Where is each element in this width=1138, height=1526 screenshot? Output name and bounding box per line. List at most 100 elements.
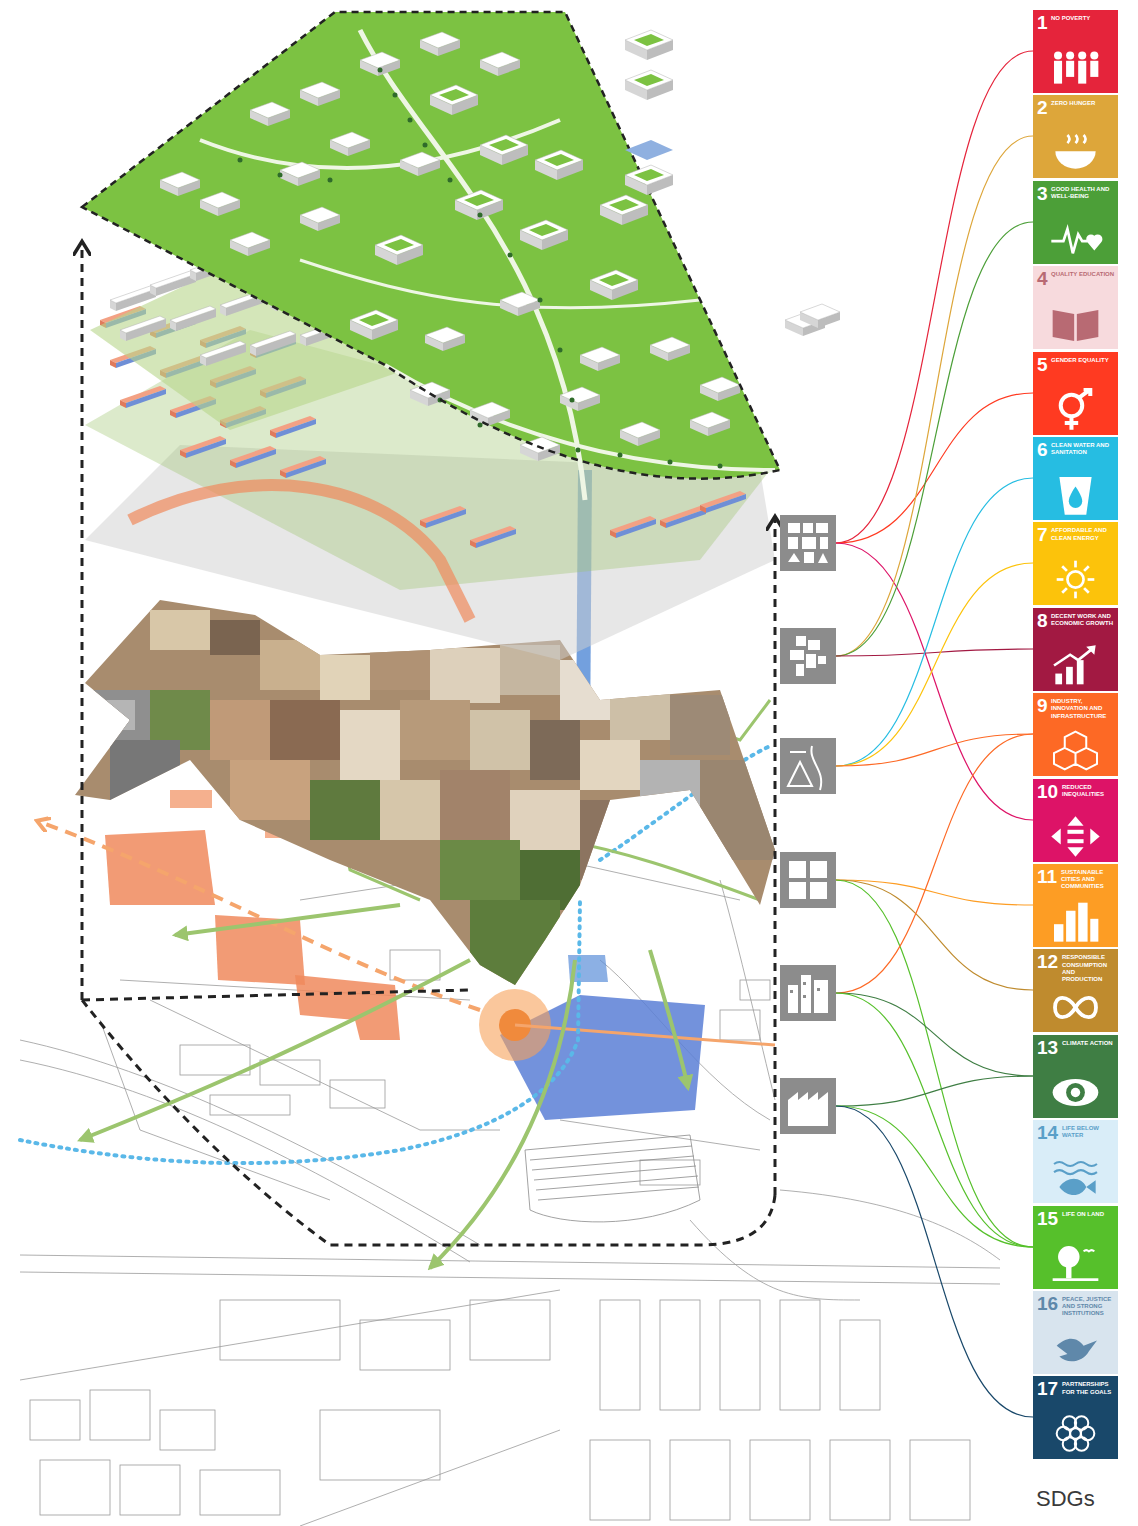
green-plot bbox=[576, 448, 581, 453]
photo-layer bbox=[530, 720, 580, 780]
land-use-patches bbox=[515, 1025, 775, 1045]
flow-lines bbox=[20, 625, 772, 1268]
theme-icons bbox=[790, 751, 806, 753]
base-linework bbox=[600, 1300, 640, 1410]
flow-lines bbox=[20, 900, 580, 1163]
caption: SDGs bbox=[1036, 1486, 1095, 1512]
photo-layer bbox=[440, 840, 520, 900]
theme-link-curves bbox=[836, 563, 1033, 766]
theme-icons bbox=[806, 654, 816, 668]
green-plot bbox=[500, 292, 540, 316]
photo-layer bbox=[580, 740, 640, 790]
project-boundary bbox=[774, 520, 777, 1195]
theme-icons bbox=[789, 882, 806, 899]
theme-icons bbox=[780, 515, 836, 571]
goal-label: GENDER EQUALITY bbox=[1051, 357, 1115, 364]
base-linework bbox=[910, 1440, 970, 1520]
green-plot bbox=[408, 118, 413, 123]
green-plot bbox=[618, 453, 623, 458]
sdg-tile: 14LIFE BELOW WATER bbox=[1033, 1120, 1118, 1203]
photo-layer bbox=[75, 600, 780, 990]
translucent-layers bbox=[180, 436, 226, 458]
goal-icon bbox=[1054, 51, 1062, 59]
green-plot bbox=[82, 12, 780, 500]
photo-layer bbox=[150, 610, 210, 650]
goal-label: PEACE, JUSTICE AND STRONG INSTITUTIONS bbox=[1062, 1296, 1115, 1318]
theme-icons bbox=[804, 552, 814, 563]
photo-layer bbox=[400, 700, 470, 760]
goal-icon bbox=[1066, 51, 1074, 59]
photo-layer bbox=[230, 760, 310, 820]
goal-icon bbox=[1051, 229, 1087, 253]
goal-number: 9 bbox=[1037, 696, 1048, 715]
sdg-tile: 10REDUCED INEQUALITIES bbox=[1033, 779, 1118, 862]
photo-layer bbox=[430, 648, 500, 703]
photo-layer bbox=[340, 710, 400, 780]
green-plot bbox=[558, 348, 563, 353]
goal-label: INDUSTRY, INNOVATION AND INFRASTRUCTURE bbox=[1051, 698, 1115, 720]
goal-icon bbox=[1041, 900, 1110, 943]
theme-icons bbox=[790, 990, 793, 993]
translucent-layers bbox=[230, 446, 276, 468]
goal-icon bbox=[1041, 729, 1110, 772]
theme-icons bbox=[788, 985, 798, 1013]
theme-icons bbox=[789, 861, 806, 878]
stadium bbox=[525, 1135, 700, 1222]
goal-number: 5 bbox=[1037, 355, 1048, 374]
goal-icon bbox=[1041, 473, 1110, 516]
goal-icon bbox=[1041, 644, 1110, 687]
flow-lines bbox=[650, 950, 688, 1088]
project-boundary bbox=[82, 1000, 775, 1245]
green-plot bbox=[520, 220, 568, 250]
base-linework bbox=[470, 1300, 550, 1360]
goal-icon bbox=[1065, 389, 1091, 429]
goal-icon bbox=[1074, 561, 1077, 568]
goal-icon bbox=[1041, 1327, 1110, 1370]
theme-icons bbox=[816, 523, 828, 533]
green-plot bbox=[478, 213, 483, 218]
translucent-layers bbox=[470, 526, 516, 548]
theme-icons bbox=[788, 523, 828, 563]
goal-icon bbox=[1074, 592, 1077, 599]
theme-icons bbox=[817, 988, 820, 991]
theme-icons bbox=[814, 980, 828, 1013]
photo-layer bbox=[440, 770, 510, 840]
theme-link-curves bbox=[836, 880, 1033, 1247]
green-plot bbox=[350, 310, 398, 340]
green-plot bbox=[718, 464, 723, 469]
base-linework bbox=[670, 1440, 730, 1520]
base-linework bbox=[660, 1300, 700, 1410]
green-plot bbox=[200, 120, 560, 168]
base-linework bbox=[590, 1440, 650, 1520]
green-plot bbox=[538, 298, 543, 303]
theme-link-curves bbox=[836, 649, 1033, 656]
theme-icons bbox=[788, 523, 800, 533]
green-plot bbox=[590, 270, 638, 300]
goal-label: DECENT WORK AND ECONOMIC GROWTH bbox=[1051, 613, 1115, 627]
theme-link-curves bbox=[836, 993, 1033, 1076]
land-use-patches bbox=[170, 790, 212, 808]
theme-icons bbox=[789, 861, 827, 899]
base-linework bbox=[90, 1390, 150, 1440]
sdg-tile: 6CLEAN WATER AND SANITATION bbox=[1033, 437, 1118, 520]
green-plot bbox=[378, 68, 383, 73]
base-linework bbox=[830, 1440, 890, 1520]
theme-icons bbox=[788, 975, 828, 1013]
goal-number: 17 bbox=[1037, 1379, 1058, 1398]
theme-icons bbox=[820, 537, 828, 549]
green-plot bbox=[448, 178, 453, 183]
theme-icons bbox=[788, 537, 798, 549]
base-linework bbox=[640, 1160, 700, 1185]
goal-icon bbox=[1059, 1179, 1095, 1195]
theme-icons bbox=[780, 628, 836, 684]
floating-blocks bbox=[625, 30, 840, 336]
green-plot bbox=[570, 398, 575, 403]
goal-icon bbox=[1041, 46, 1110, 89]
base-linework bbox=[840, 1320, 880, 1410]
theme-link-curves bbox=[836, 1106, 1033, 1417]
theme-link-curves bbox=[836, 880, 1033, 990]
base-linework bbox=[20, 1040, 480, 1245]
goal-number: 6 bbox=[1037, 440, 1048, 459]
goal-icon bbox=[1041, 987, 1110, 1028]
